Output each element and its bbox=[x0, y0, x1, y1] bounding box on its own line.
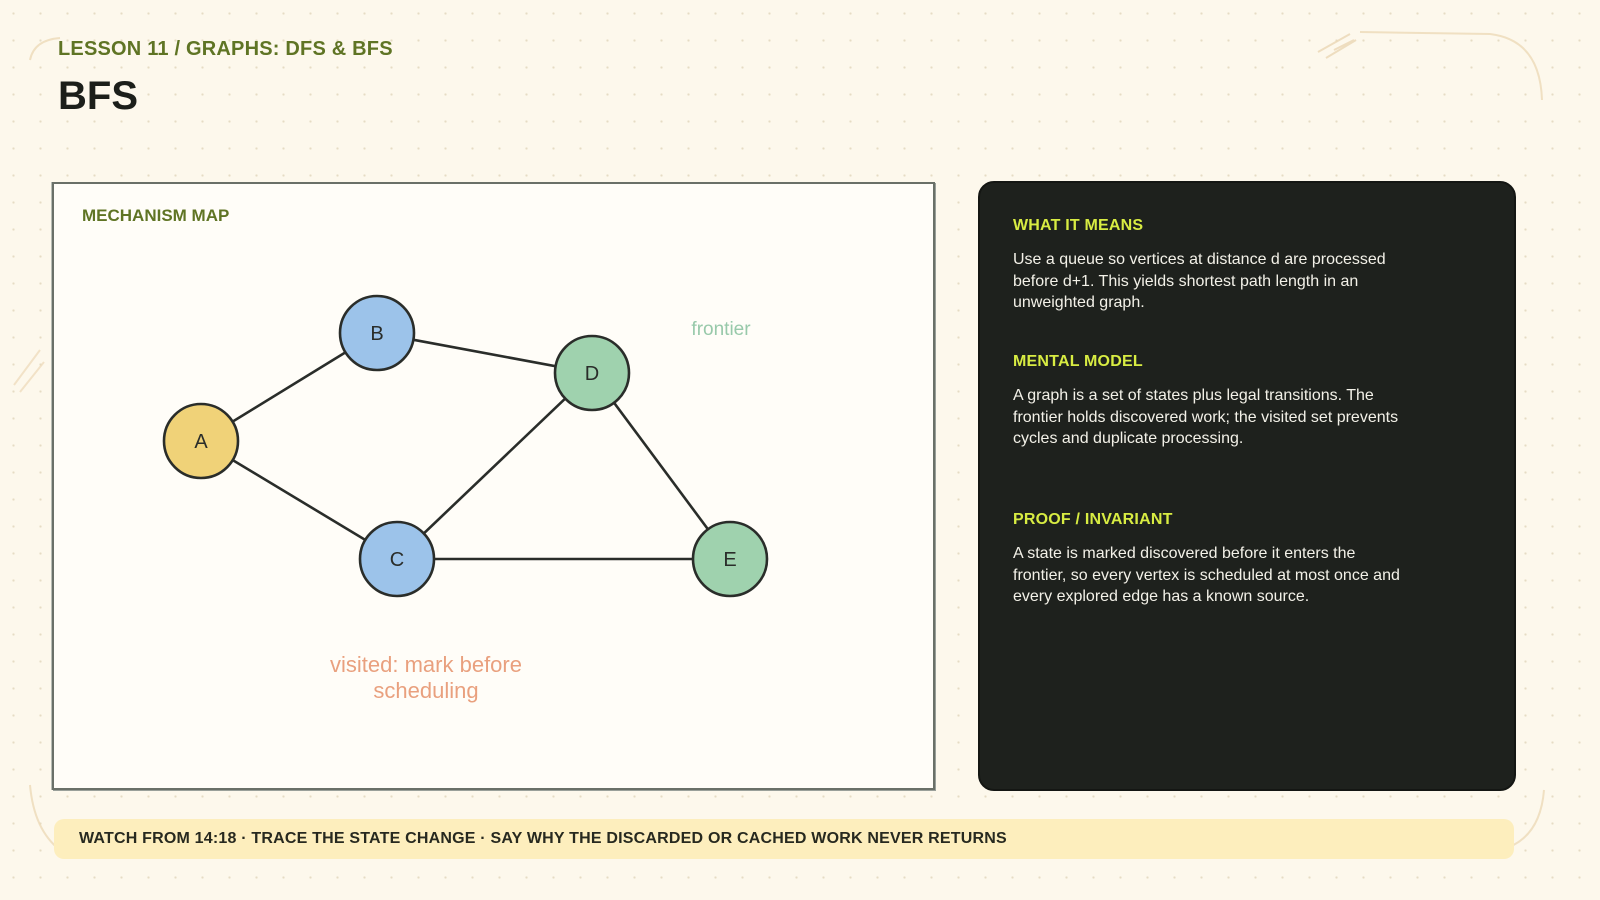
lesson-breadcrumb: LESSON 11 / GRAPHS: DFS & BFS bbox=[58, 38, 393, 60]
explanation-panel: WHAT IT MEANS Use a queue so vertices at… bbox=[978, 181, 1516, 791]
node-b-label: B bbox=[370, 323, 383, 345]
mechanism-map-label: MECHANISM MAP bbox=[82, 206, 230, 225]
graph-diagram: A B C D E frontier visited: mark before sche… bbox=[162, 294, 769, 703]
visited-annotation-line-1: visited: mark before bbox=[330, 652, 522, 677]
what-it-means-section: WHAT IT MEANS Use a queue so vertices at… bbox=[1013, 217, 1413, 314]
footer-instruction-text: WATCH FROM 14:18 · TRACE THE STATE CHANG… bbox=[79, 830, 1007, 847]
node-d-circle bbox=[553, 334, 631, 412]
node-e-label: E bbox=[723, 549, 736, 571]
node-e: E bbox=[691, 520, 769, 598]
node-c: C bbox=[358, 520, 436, 598]
mental-model-text: A graph is a set of states plus legal tr… bbox=[1013, 387, 1399, 447]
node-b: B bbox=[338, 294, 416, 372]
page-title: BFS bbox=[58, 74, 138, 118]
node-e-circle bbox=[691, 520, 769, 598]
what-it-means-text: Use a queue so vertices at distance d ar… bbox=[1013, 251, 1386, 311]
edge-d-e bbox=[590, 372, 732, 560]
edge-c-d bbox=[396, 372, 593, 560]
node-c-circle bbox=[358, 520, 436, 598]
proof-invariant-section: PROOF / INVARIANT A state is marked disc… bbox=[1013, 511, 1413, 608]
what-it-means-heading: WHAT IT MEANS bbox=[1013, 217, 1144, 234]
graph-edges bbox=[200, 331, 732, 561]
mental-model-section: MENTAL MODEL A graph is a set of states … bbox=[1013, 353, 1413, 450]
graph-nodes: A B C D E bbox=[162, 294, 769, 598]
node-d-label: D bbox=[585, 363, 599, 385]
mental-model-heading: MENTAL MODEL bbox=[1013, 353, 1143, 370]
mechanism-map-card: MECHANISM MAP A B C D E frontier visited: ma… bbox=[52, 182, 935, 790]
node-b-circle bbox=[338, 294, 416, 372]
visited-annotation-line-2: scheduling bbox=[373, 678, 478, 703]
proof-invariant-heading: PROOF / INVARIANT bbox=[1013, 511, 1173, 528]
instruction-footer: WATCH FROM 14:18 · TRACE THE STATE CHANG… bbox=[54, 819, 1514, 859]
node-a: A bbox=[162, 402, 240, 480]
proof-invariant-text: A state is marked discovered before it e… bbox=[1013, 545, 1400, 605]
node-c-label: C bbox=[390, 549, 404, 571]
node-d: D bbox=[553, 334, 631, 412]
node-a-label: A bbox=[194, 431, 208, 453]
frontier-annotation: frontier bbox=[691, 319, 751, 340]
node-a-circle bbox=[162, 402, 240, 480]
